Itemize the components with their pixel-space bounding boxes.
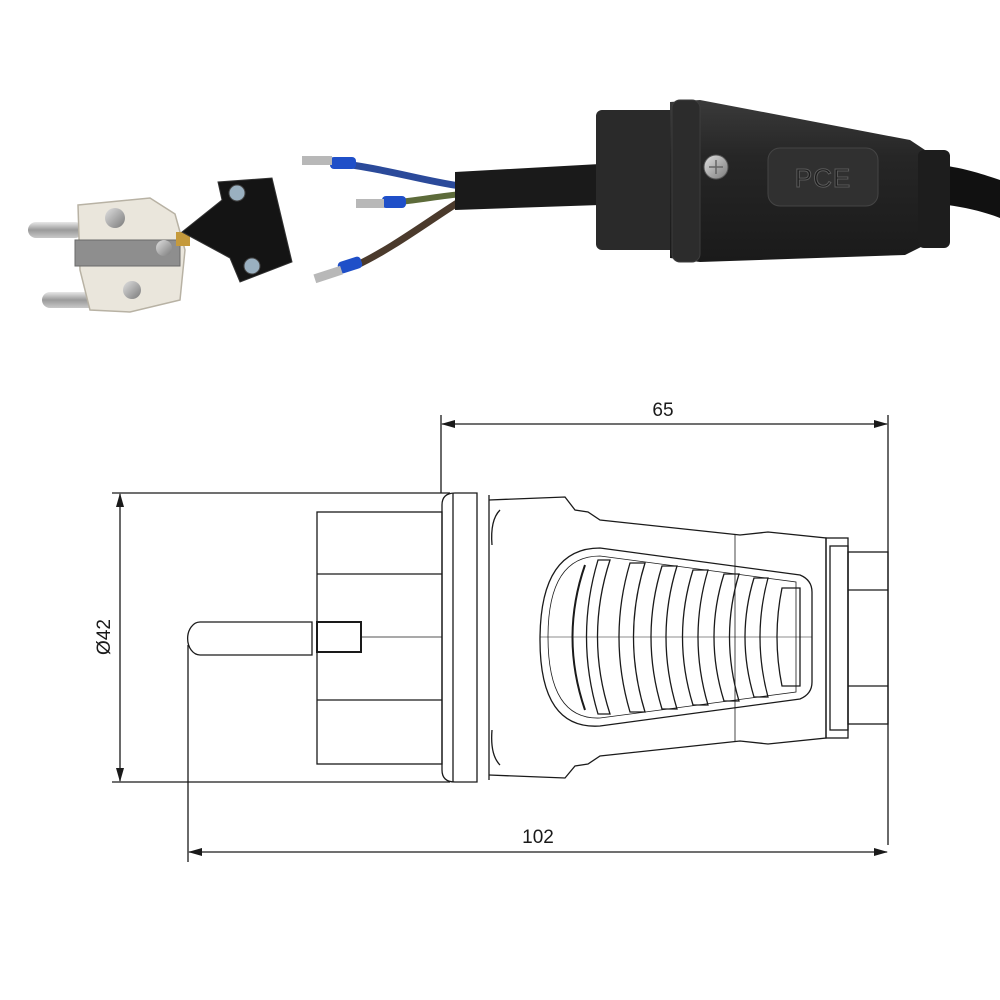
screw-icon bbox=[156, 240, 172, 256]
dimension-label-diameter: Ø42 bbox=[94, 619, 115, 655]
wire-tip bbox=[356, 199, 384, 208]
screw-icon bbox=[228, 184, 246, 202]
plug-housing: PCE bbox=[596, 99, 950, 263]
brand-plate bbox=[767, 147, 879, 207]
ferrule-blue bbox=[382, 196, 406, 208]
ferrule-blue bbox=[337, 256, 363, 274]
wire-tip bbox=[302, 156, 332, 165]
pin-bottom bbox=[42, 292, 97, 308]
screw-icon bbox=[123, 281, 141, 299]
plug-insert bbox=[28, 197, 190, 313]
wires bbox=[302, 156, 464, 284]
dimension-label-length-102: 102 bbox=[522, 827, 554, 848]
cable-sheath bbox=[455, 164, 600, 210]
screw-icon bbox=[105, 208, 125, 228]
screw-icon bbox=[243, 257, 261, 275]
pin-top bbox=[28, 222, 83, 238]
strain-relief-clamp bbox=[181, 177, 293, 283]
brand-label: PCE bbox=[795, 163, 851, 193]
ferrule-blue bbox=[330, 157, 356, 169]
cable bbox=[940, 165, 1000, 218]
dimension-label-length-65: 65 bbox=[652, 400, 673, 421]
wire-tip bbox=[313, 265, 343, 284]
